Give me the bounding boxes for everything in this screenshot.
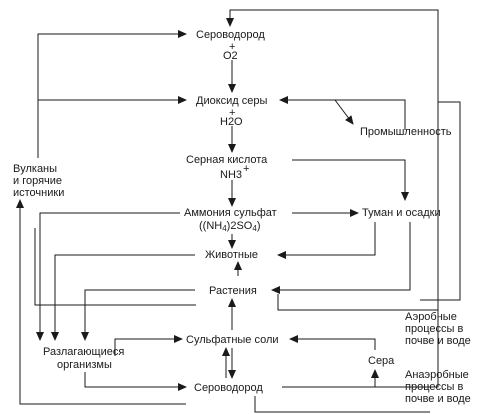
plus-nh3: + <box>243 163 249 175</box>
node-decomposers-line-2: организмы <box>57 359 112 371</box>
node-anaerobic-line-3: почве и воде <box>405 393 471 405</box>
arrow-h2so4-to-fog <box>292 159 409 201</box>
node-h2o: H2O <box>220 116 243 128</box>
node-anaerobic-line-1: Анаэробные <box>405 369 469 381</box>
arrow-animals-to-decomposers <box>51 254 195 341</box>
node-volcano-line-3: источники <box>13 187 64 199</box>
arrow-fog-to-animals <box>277 222 376 259</box>
node-so2: Диоксид серы <box>196 95 268 107</box>
node-labels: Сероводород + O2 Диоксид серы + H2O Пром… <box>13 29 471 405</box>
arrow-decomposers-to-sulfates <box>114 335 183 356</box>
node-animals: Животные <box>205 249 258 261</box>
node-anaerobic-line-2: процессы в <box>405 381 463 393</box>
node-industry: Промышленность <box>360 126 452 138</box>
node-sulfates: Сульфатные соли <box>186 334 279 346</box>
plus-h2o: + <box>229 107 235 119</box>
node-o2: O2 <box>223 50 238 62</box>
node-h2s-top: Сероводород <box>196 29 265 41</box>
arrow-h2s-bottom-to-volcano <box>16 199 186 405</box>
node-volcano-line-1: Вулканы <box>13 163 57 175</box>
node-h2so4: Серная кислота <box>186 154 268 166</box>
arrow-plants-to-decomposers <box>81 289 195 341</box>
arrow-sulfur-to-sulfates <box>289 335 376 350</box>
loop-plants-left <box>34 228 196 306</box>
arrow-decomposers-to-h2s <box>84 372 187 391</box>
node-plants: Растения <box>209 285 257 297</box>
connector-lines <box>16 9 461 413</box>
node-ammonium: Аммония сульфат <box>184 207 277 219</box>
plus-o2: + <box>229 41 235 53</box>
arrow-volcano-to-h2s <box>37 30 187 158</box>
arrow-aerobic-to-plants <box>277 240 439 311</box>
arrow-fog-to-plants <box>271 222 411 294</box>
node-fog: Туман и осадки <box>362 207 441 219</box>
node-aerobic-line-1: Аэробные <box>405 311 457 323</box>
node-volcano-line-2: и горячие <box>13 175 62 187</box>
arrow-h2s-to-industry <box>334 99 354 125</box>
node-aerobic-line-2: процессы в <box>405 323 463 335</box>
node-h2s-bottom: Сероводород <box>194 382 263 394</box>
arrow-h2s-to-sulfur <box>282 369 379 388</box>
arrow-industry-to-so2 <box>279 96 406 130</box>
arrow-ammonium-to-decomposers <box>36 212 180 341</box>
arrow-h2s-to-anaerobic <box>254 396 430 413</box>
node-ammonium-formula: ((NH4)2SO4) <box>199 220 260 233</box>
node-nh3: NH3 <box>220 169 242 181</box>
node-aerobic-line-3: почве и воде <box>405 335 471 347</box>
loop-h2s-bottom-to-top <box>226 9 439 388</box>
node-sulfur: Сера <box>368 355 395 367</box>
arrow-h2s-to-aerobic <box>420 101 461 301</box>
node-decomposers-line-1: Разлагающиеся <box>43 346 124 358</box>
